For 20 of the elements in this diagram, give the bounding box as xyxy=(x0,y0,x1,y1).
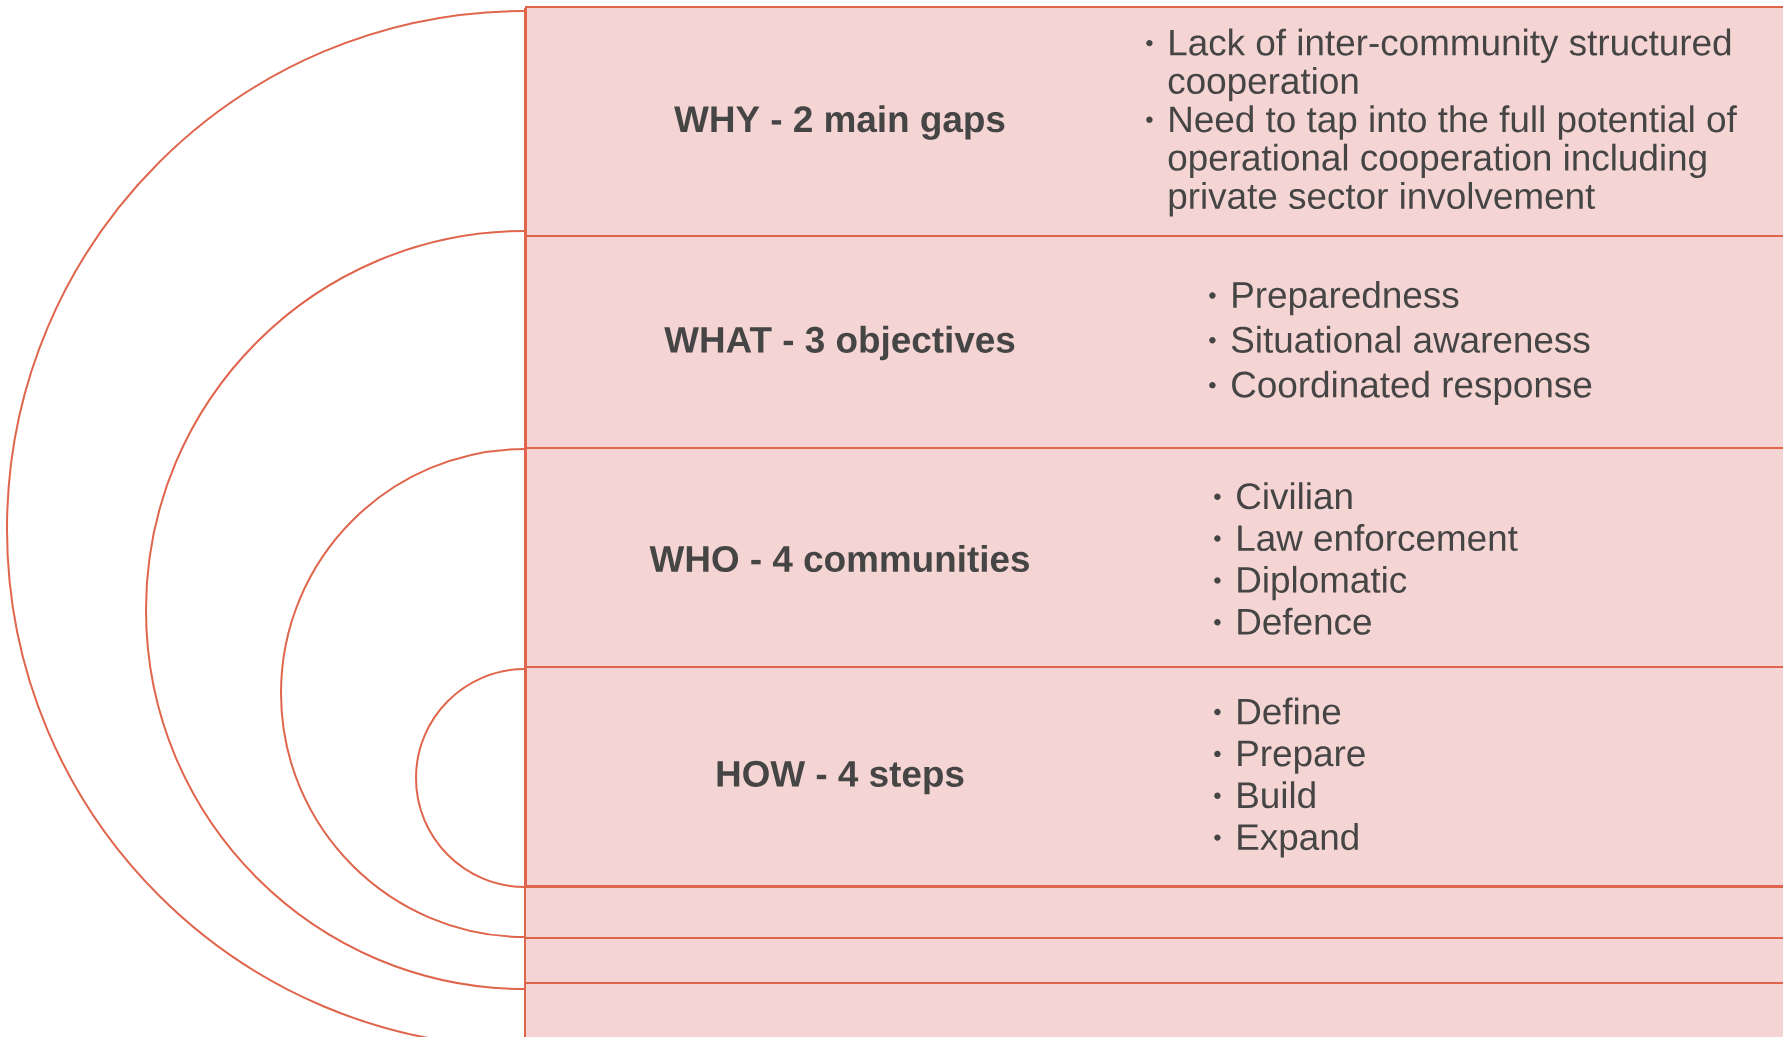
bullet-item: Define xyxy=(1238,697,1341,725)
band xyxy=(525,6,1783,237)
bullet-item: Coordinated response xyxy=(1232,370,1592,405)
bullet-item: Expand xyxy=(1238,823,1358,858)
bullet-item: Defence xyxy=(1238,607,1371,635)
bullet-item: Civilian xyxy=(1237,482,1352,510)
band-heading: HOW - 4 steps xyxy=(717,760,964,795)
bullet-item: Build xyxy=(1238,781,1315,809)
bullet-item: Prepare xyxy=(1238,740,1365,774)
bullet-item: Lack of inter-community structured cooperation xyxy=(1168,28,1731,102)
band-heading: WHAT - 3 objectives xyxy=(664,325,1015,361)
bullet-item: Preparedness xyxy=(1233,281,1459,316)
bullet-item: Law enforcement xyxy=(1238,524,1518,552)
band-heading: WHY - 2 main gaps xyxy=(674,105,1005,140)
bullet-item: Need to tap into the full potential of operational cooperation including private sector involvement xyxy=(1168,105,1737,217)
bullet-item: Diplomatic xyxy=(1238,565,1407,601)
band xyxy=(525,447,1783,668)
band-heading: WHO - 4 communities xyxy=(649,544,1029,573)
bullet-item: Situational awareness xyxy=(1231,325,1590,353)
band xyxy=(525,235,1783,449)
